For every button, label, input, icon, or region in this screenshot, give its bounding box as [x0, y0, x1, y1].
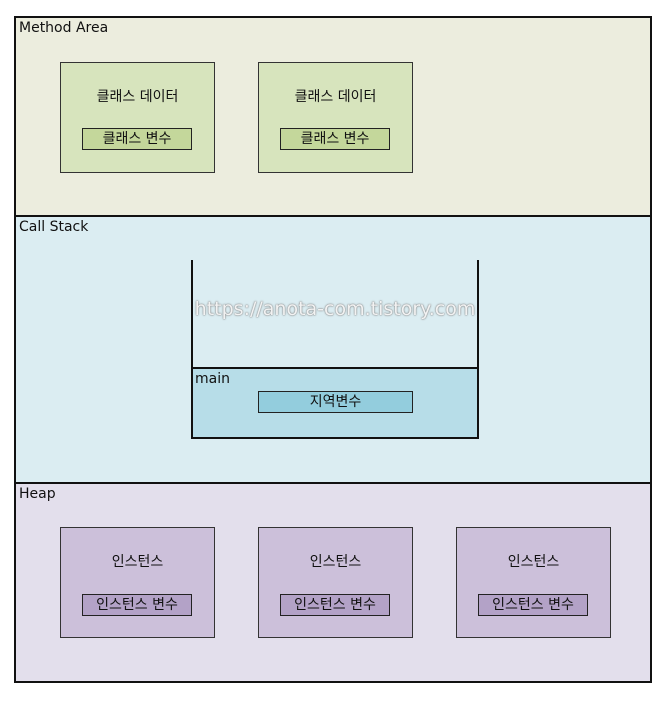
instance-card: 인스턴스 인스턴스 변수 — [60, 527, 215, 638]
method-area: Method Area 클래스 데이터 클래스 변수 클래스 데이터 클래스 변… — [14, 16, 652, 217]
instance-card: 인스턴스 인스턴스 변수 — [456, 527, 611, 638]
local-variable: 지역변수 — [258, 391, 413, 413]
class-variable: 클래스 변수 — [280, 128, 390, 150]
class-data-title: 클래스 데이터 — [294, 89, 377, 105]
main-frame-label: main — [195, 371, 230, 387]
heap-label: Heap — [19, 486, 56, 502]
call-stack-area: Call Stack main 지역변수 — [14, 215, 652, 484]
instance-title: 인스턴스 — [111, 554, 164, 570]
instance-variable: 인스턴스 변수 — [82, 594, 192, 616]
call-stack-label: Call Stack — [19, 219, 89, 235]
main-stack-frame: main 지역변수 — [193, 367, 477, 437]
method-area-label: Method Area — [19, 20, 109, 36]
class-data-card: 클래스 데이터 클래스 변수 — [258, 62, 413, 173]
class-data-title: 클래스 데이터 — [96, 89, 179, 105]
watermark: https://anota-com.tistory.com — [194, 298, 476, 320]
instance-title: 인스턴스 — [507, 554, 560, 570]
stack-container: main 지역변수 — [191, 260, 479, 439]
class-data-card: 클래스 데이터 클래스 변수 — [60, 62, 215, 173]
heap-area: Heap 인스턴스 인스턴스 변수 인스턴스 인스턴스 변수 인스턴스 인스턴스… — [14, 482, 652, 683]
instance-card: 인스턴스 인스턴스 변수 — [258, 527, 413, 638]
instance-variable: 인스턴스 변수 — [280, 594, 390, 616]
instance-title: 인스턴스 — [309, 554, 362, 570]
class-variable: 클래스 변수 — [82, 128, 192, 150]
instance-variable: 인스턴스 변수 — [478, 594, 588, 616]
